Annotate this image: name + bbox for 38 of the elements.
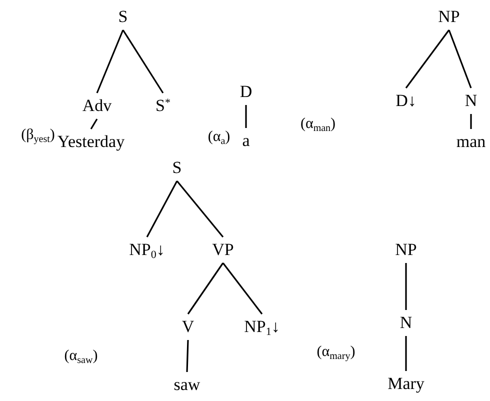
tree-node-label: N	[464, 92, 478, 110]
tree-branch	[405, 263, 407, 310]
tree-branch	[245, 105, 247, 128]
tree-node-label: S$^{*}$	[156, 97, 170, 115]
tree-branch	[122, 30, 164, 94]
tree-node-label: V	[182, 318, 194, 336]
tree-branch	[176, 180, 224, 238]
tree-branch	[96, 30, 124, 94]
tree-branch	[90, 118, 98, 130]
tree-branch	[146, 180, 178, 238]
tree-branch	[186, 340, 189, 372]
tree-name-label: (α$_{mary}$)	[316, 344, 356, 360]
tree-node-label: S	[118, 8, 128, 26]
tree-name-label: (α$_{saw}$)	[64, 348, 98, 364]
tree-name-label: (β$_{yest}$)	[21, 127, 55, 143]
tree-node-label: NP$_{0}$↓	[129, 241, 165, 259]
leaf-word: man	[456, 133, 486, 151]
tree-node-label: D↓	[396, 92, 416, 110]
tree-branch	[448, 30, 472, 88]
tree-node-label: Adv	[82, 97, 112, 115]
tree-node-label: S	[172, 159, 182, 177]
tree-branch	[405, 30, 450, 88]
tree-branch	[222, 262, 263, 314]
tree-node-label: NP	[395, 241, 417, 259]
tree-node-label: N	[400, 314, 412, 332]
tree-name-label: (α$_{a}$)	[208, 129, 230, 145]
tree-branch	[470, 114, 472, 129]
leaf-word: Mary	[388, 375, 424, 393]
tree-branch	[187, 262, 224, 314]
leaf-word: saw	[174, 376, 200, 394]
tree-node-label: NP	[438, 8, 460, 26]
tree-name-label: (α$_{man}$)	[300, 116, 336, 132]
leaf-word: a	[242, 132, 250, 150]
leaf-word: Yesterday	[57, 133, 125, 151]
tree-branch	[405, 336, 407, 371]
tree-node-label: VP	[212, 241, 234, 259]
tree-node-label: NP$_{1}$↓	[244, 318, 280, 336]
tree-node-label: D	[240, 83, 252, 101]
